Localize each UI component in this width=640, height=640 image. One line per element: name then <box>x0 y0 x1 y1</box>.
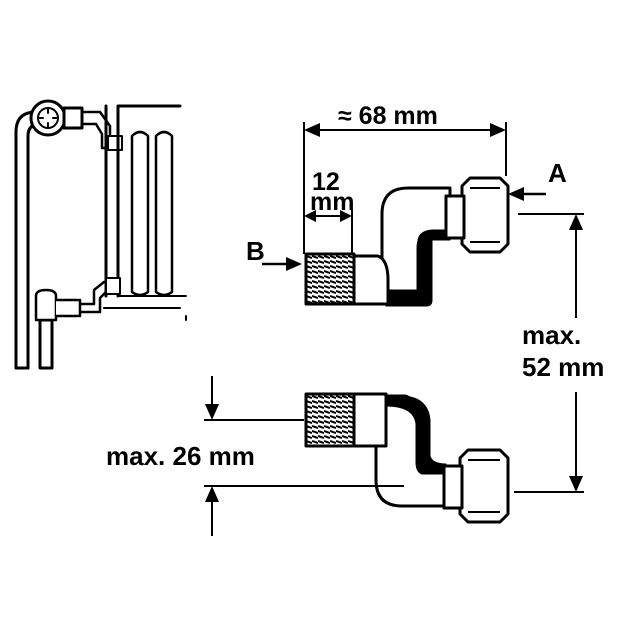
radiator-sketch <box>14 99 187 370</box>
connector-top <box>304 176 510 307</box>
height-dimension-label-line1: max. <box>522 320 581 350</box>
flow-arrow-a <box>508 187 546 201</box>
union-collar-lower <box>442 464 464 510</box>
dimension-lines <box>204 122 584 536</box>
thread-length-label-line2: mm <box>310 188 354 216</box>
union-collar <box>444 194 466 240</box>
connector-bottom <box>304 392 510 524</box>
thread-length-label-line1: 12 <box>312 168 340 196</box>
riser-pipe <box>14 110 42 370</box>
width-dimension-label: ≈ 68 mm <box>338 102 438 130</box>
male-thread <box>304 252 356 306</box>
flow-arrow-b <box>262 257 302 271</box>
offset-dimension-label: max. 26 mm <box>106 441 255 471</box>
thread-body-lower <box>352 392 388 448</box>
male-thread-lower <box>304 392 356 448</box>
thermostat-valve <box>29 99 123 151</box>
thread-body <box>352 254 390 306</box>
height-dimension-label-line2: 52 mm <box>522 352 604 382</box>
outlet-marker-b: B <box>246 236 265 266</box>
inlet-marker-a: A <box>548 158 567 188</box>
radiator-body <box>103 104 187 321</box>
return-valve <box>34 277 121 370</box>
pipe-elbow <box>380 186 452 306</box>
union-nut <box>460 176 510 254</box>
union-nut-lower <box>458 448 510 524</box>
